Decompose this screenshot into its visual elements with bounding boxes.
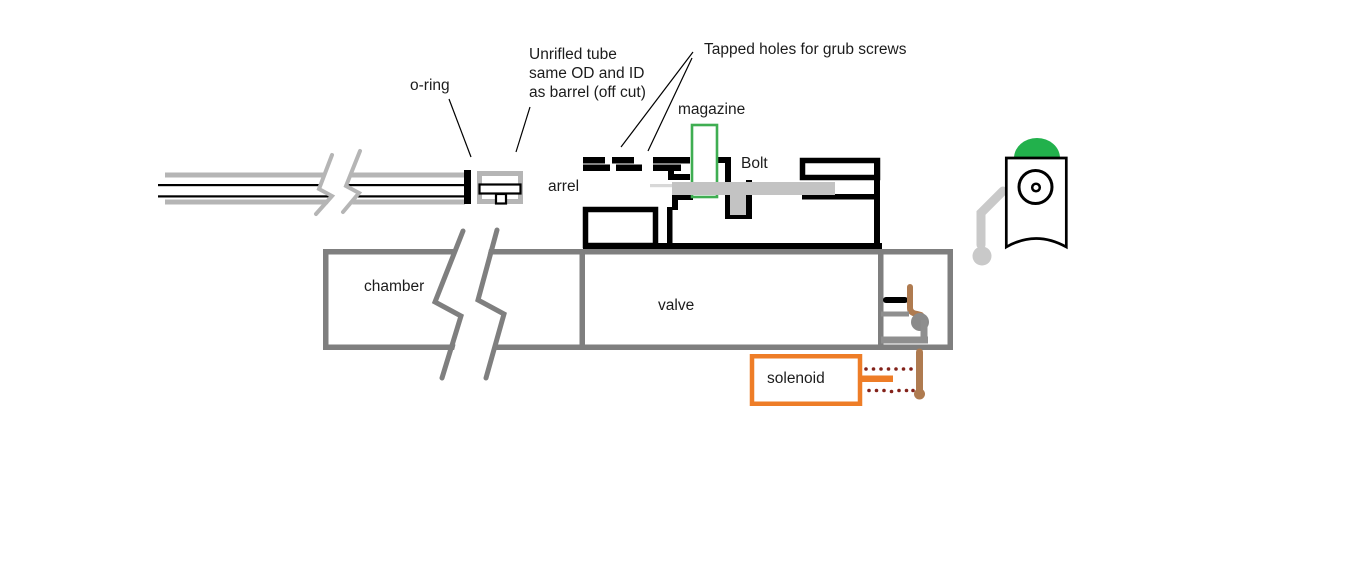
valve-rear-box bbox=[878, 249, 953, 350]
receiver-left-wall bbox=[667, 165, 693, 248]
tapped-holes-leader-line-1 bbox=[620, 51, 694, 148]
offcut-grub-screw-tab bbox=[494, 192, 508, 205]
gauge-center-dot bbox=[1030, 182, 1042, 193]
barrel-outer-top-wall bbox=[165, 172, 465, 178]
bolt-slot-right-wall bbox=[746, 180, 752, 219]
air-frame bbox=[323, 249, 953, 350]
o-ring-seal bbox=[464, 170, 471, 204]
bolt-group bbox=[650, 182, 835, 215]
receiver-top-wall-right-of-magazine bbox=[716, 157, 728, 163]
tapped-holes-leader-line-2 bbox=[647, 57, 693, 152]
magazine-label: magazine bbox=[678, 101, 746, 118]
valve-box bbox=[579, 249, 884, 350]
chamber-label: chamber bbox=[364, 278, 425, 295]
receiver-rear-wall bbox=[874, 158, 880, 249]
chamber-break-line-left bbox=[431, 228, 466, 381]
chamber-break-gap bbox=[437, 228, 503, 381]
receiver-lower-block bbox=[582, 206, 659, 249]
barrel-bore-lower-line bbox=[158, 195, 465, 198]
solenoid-plunger bbox=[862, 375, 893, 382]
solenoid-body bbox=[749, 354, 863, 406]
unrifled-tube-label-line1: Unrifled tube bbox=[529, 46, 617, 63]
bolt-housing-top-block bbox=[799, 157, 881, 181]
barrel-bore-upper-line bbox=[158, 184, 465, 187]
bolt-housing-mid-wall bbox=[802, 194, 878, 200]
barrel-break-gap bbox=[317, 148, 360, 218]
solenoid-label: solenoid bbox=[767, 370, 825, 387]
o-ring-label: o-ring bbox=[410, 77, 450, 94]
regulator-hose-end bbox=[972, 246, 992, 266]
barrel-break-line-left bbox=[314, 153, 336, 216]
bolt-slot-bottom-wall bbox=[725, 213, 752, 219]
bolt-lug bbox=[730, 195, 746, 215]
o-ring-leader-line bbox=[448, 98, 472, 158]
offcut-inner-sleeve bbox=[478, 183, 522, 195]
solenoid-pin-tip bbox=[914, 388, 925, 400]
receiver-bottom-wall bbox=[583, 243, 882, 249]
unrifled-tube-leader-line bbox=[515, 106, 531, 153]
receiver-body bbox=[582, 157, 882, 249]
tapped-holes-label: Tapped holes for grub screws bbox=[704, 41, 907, 58]
unrifled-tube-label: Unrifled tube same OD and ID as barrel (… bbox=[529, 45, 646, 102]
regulator-hose bbox=[976, 186, 1008, 250]
solenoid-stroke-dots bbox=[864, 367, 920, 394]
bolt-label: Bolt bbox=[741, 155, 768, 172]
bolt-body bbox=[672, 182, 835, 195]
barrel-outer-bottom-wall bbox=[165, 199, 465, 205]
valve-label: valve bbox=[658, 297, 695, 314]
tapped-holes-dashes bbox=[583, 157, 690, 171]
regulator-knob-dome bbox=[1014, 138, 1060, 158]
unrifled-tube-label-line2: same OD and ID bbox=[529, 65, 645, 82]
barrel-break-line-right bbox=[341, 149, 363, 214]
unrifled-tube-label-line3: as barrel (off cut) bbox=[529, 84, 646, 101]
barrel-assembly bbox=[158, 148, 523, 218]
barrel-label: arrel bbox=[548, 178, 580, 195]
leader-lines bbox=[448, 51, 694, 158]
bolt-probe-line bbox=[650, 184, 674, 188]
chamber-break-line-right bbox=[475, 227, 507, 381]
